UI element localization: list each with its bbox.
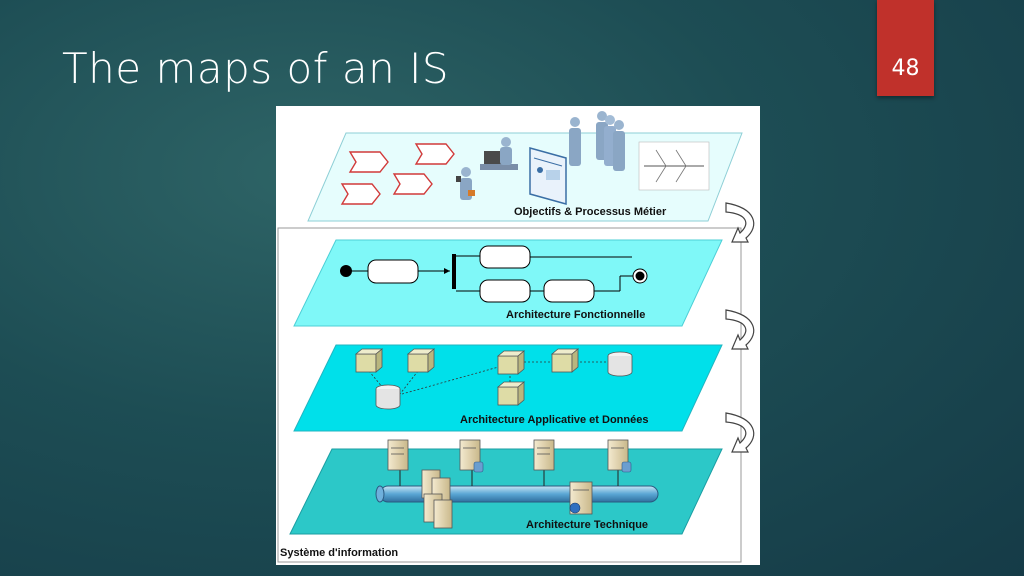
person-at-desk-icon: [480, 137, 518, 170]
page-number: 48: [891, 56, 920, 81]
activity-node: [367, 259, 419, 284]
component-icon: [496, 350, 526, 375]
layer-application-label: Architecture Applicative et Données: [460, 414, 648, 426]
activity-node: [543, 279, 595, 303]
web-server-icon: [569, 481, 593, 515]
server-database-icon: [607, 439, 632, 473]
server-icon: [387, 439, 409, 471]
page-number-badge: 48: [877, 0, 934, 96]
process-arrow: [414, 143, 455, 165]
system-container: [277, 227, 742, 563]
process-arrow: [392, 173, 433, 195]
database-icon: [375, 384, 401, 410]
activity-node: [479, 245, 531, 269]
component-icon: [550, 348, 580, 373]
layer-business: Objectifs & Processus Métier: [307, 111, 743, 222]
people-group-icon: [569, 111, 625, 171]
layer-technical-label: Architecture Technique: [526, 519, 648, 531]
component-icon: [496, 381, 526, 406]
server-cluster-icon: [421, 469, 453, 529]
fishbone-diagram-icon: [638, 141, 710, 191]
server-database-icon: [459, 439, 484, 473]
container-label: Système d'information: [280, 547, 398, 559]
process-arrow: [340, 183, 381, 205]
network-bus: [375, 485, 659, 503]
is-maps-diagram: Système d'information: [276, 106, 760, 565]
curved-arrow-icon: [725, 412, 755, 453]
process-arrow: [348, 151, 389, 173]
document-screen-icon: [529, 147, 567, 205]
curved-arrow-icon: [725, 309, 755, 350]
component-icon: [354, 348, 384, 373]
server-icon: [533, 439, 555, 471]
curved-arrow-icon: [725, 202, 755, 243]
slide-title: The maps of an IS: [62, 44, 450, 93]
component-icon: [406, 348, 436, 373]
diagram-canvas: Système d'information: [277, 111, 755, 563]
layer-functional: Architecture Fonctionnelle: [293, 239, 723, 327]
fork-bar: [452, 254, 456, 289]
database-icon: [607, 351, 633, 377]
layer-technical: Architecture Technique: [289, 439, 723, 535]
layer-application: Architecture Applicative et Données: [293, 344, 723, 432]
start-node: [340, 265, 352, 277]
layer-functional-label: Architecture Fonctionnelle: [506, 309, 645, 321]
activity-node: [479, 279, 531, 303]
layer-business-label: Objectifs & Processus Métier: [514, 206, 667, 218]
person-icon: [456, 167, 475, 200]
